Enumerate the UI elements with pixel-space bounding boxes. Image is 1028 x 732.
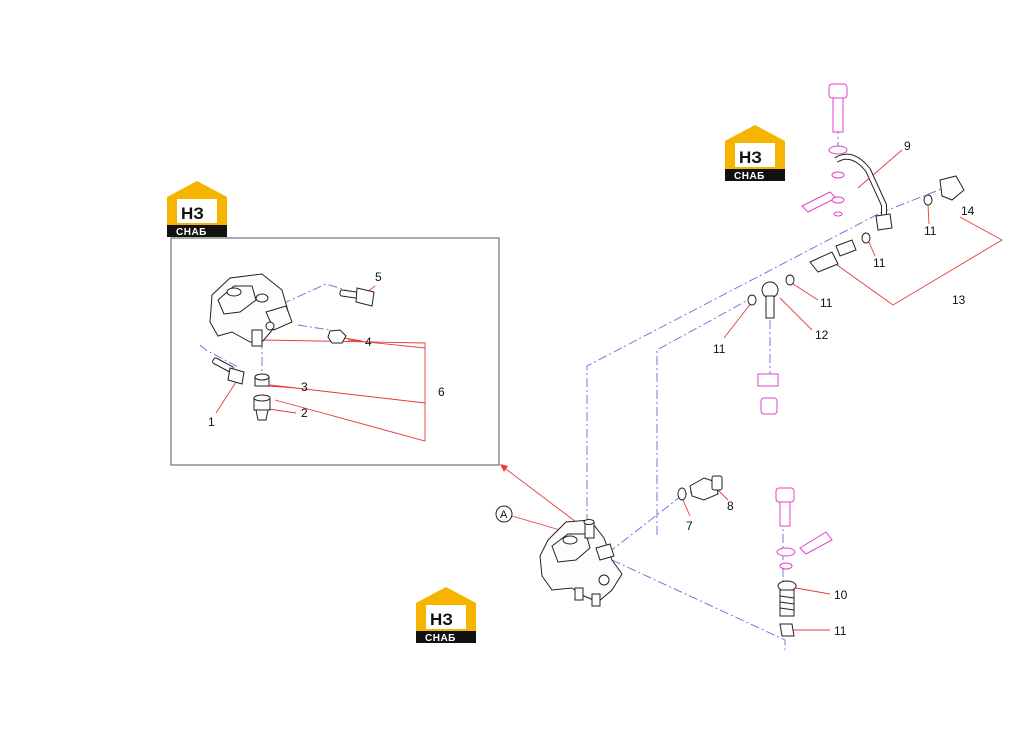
- detail-frame: [170, 237, 500, 466]
- connector-8: [689, 475, 723, 501]
- callout-14: 14: [961, 204, 975, 218]
- callout-5: 5: [375, 270, 382, 284]
- valve-10: [777, 580, 797, 617]
- logo-text-top: НЗ: [739, 148, 762, 167]
- callout-11: 11: [873, 256, 886, 270]
- callout-9: 9: [904, 139, 911, 153]
- logo-text-top: НЗ: [430, 610, 453, 629]
- ref-bolt-lower: [775, 487, 833, 570]
- callout-12: 12: [815, 328, 829, 342]
- callout-13: 13: [952, 293, 966, 307]
- callout-11: 11: [834, 624, 847, 638]
- main-bracket: [539, 519, 623, 607]
- callout-7: 7: [686, 519, 693, 533]
- inset-bolt-1: [212, 357, 245, 385]
- inset-bolt-5: [339, 287, 375, 307]
- nut-11-lower: [779, 623, 795, 637]
- view-marker-circle: [495, 505, 513, 523]
- nut-14: [939, 175, 965, 201]
- callout-4: 4: [365, 335, 372, 349]
- inset-sleeve-3: [254, 373, 270, 387]
- callout-8: 8: [727, 499, 734, 513]
- logo-watermark: НЗ СНАБ: [725, 125, 785, 182]
- logo-text-bottom: СНАБ: [734, 171, 765, 182]
- logo-watermark: НЗ СНАБ: [416, 587, 476, 644]
- callout-11: 11: [820, 296, 833, 310]
- callouts: 5 4 3 6 2 1 9 14 11 11 11 13 12 11 8 7 1…: [208, 139, 975, 638]
- callout-10: 10: [834, 588, 848, 602]
- hollow-bolt: [747, 194, 933, 306]
- washer-7: [677, 487, 687, 501]
- inset-nut-4: [327, 329, 347, 344]
- callout-3: 3: [301, 380, 308, 394]
- callout-11: 11: [924, 224, 937, 238]
- callout-1: 1: [208, 415, 215, 429]
- callout-6: 6: [438, 385, 445, 399]
- logo-text-bottom: СНАБ: [176, 227, 207, 238]
- callout-2: 2: [301, 406, 308, 420]
- inset-bracket: [209, 273, 293, 347]
- ref-part-lower: [757, 373, 779, 415]
- inset-fitting-2: [253, 394, 271, 421]
- banjo-12: [761, 281, 779, 319]
- callout-11: 11: [713, 342, 726, 356]
- pipe-9: [834, 153, 893, 231]
- logo-watermark: НЗ СНАБ: [167, 181, 227, 238]
- logo-text-top: НЗ: [181, 204, 204, 223]
- callout-A: A: [500, 509, 508, 521]
- logo-text-bottom: СНАБ: [425, 633, 456, 644]
- ref-bolt-top: [801, 83, 848, 217]
